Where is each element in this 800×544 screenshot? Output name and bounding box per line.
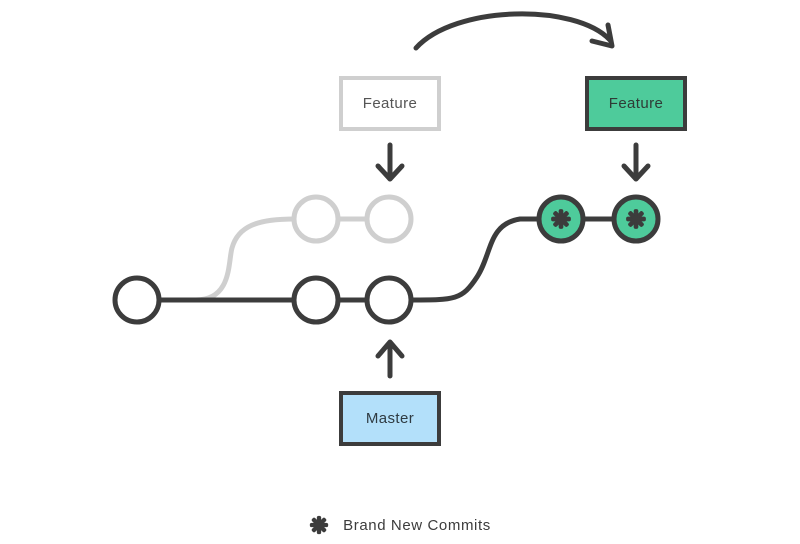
commit-node-icon [291, 194, 341, 244]
commit-node-icon [291, 275, 341, 325]
new-feature-branch-curve [408, 216, 617, 303]
old-feature-branch-line [193, 216, 370, 303]
new-commit-node-icon [611, 194, 661, 244]
arrow-down-icon [375, 142, 405, 182]
new-commit-node-icon [536, 194, 586, 244]
label-feature-old[interactable]: Feature [339, 76, 441, 131]
curved-arrow-icon [413, 11, 615, 51]
legend: Brand New Commits [0, 515, 800, 535]
arrow-up-icon [375, 339, 405, 379]
asterisk-commit-icon [309, 515, 329, 535]
arrow-down-icon [621, 142, 651, 182]
commit-node-icon [364, 275, 414, 325]
label-master[interactable]: Master [339, 391, 441, 446]
label-feature-new[interactable]: Feature [585, 76, 687, 131]
commit-node-icon [112, 275, 162, 325]
commit-node-icon [364, 194, 414, 244]
legend-label: Brand New Commits [343, 516, 491, 534]
